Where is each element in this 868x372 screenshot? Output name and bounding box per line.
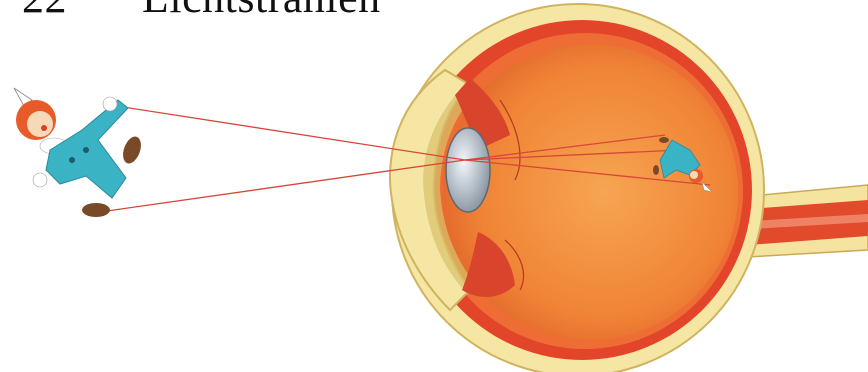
lens-icon <box>446 128 490 212</box>
clown-figure-icon <box>14 88 144 217</box>
